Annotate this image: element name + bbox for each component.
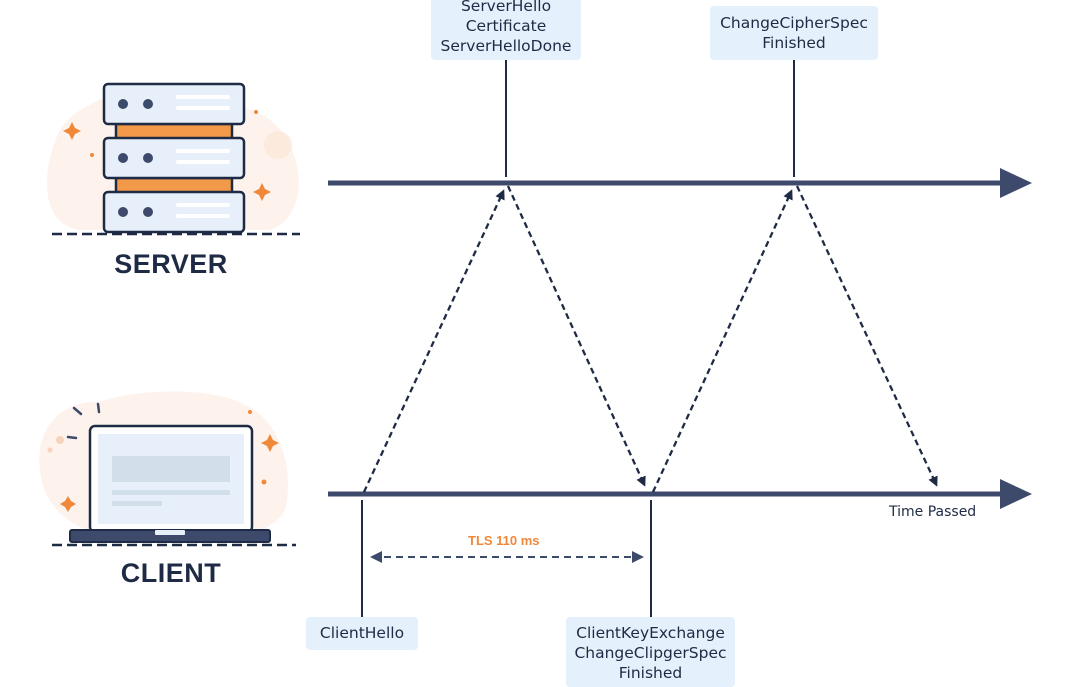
server-finished-line: Finished: [762, 34, 826, 52]
client-finished-line: Finished: [618, 664, 683, 682]
server-finished-box: ChangeCipherSpec Finished: [710, 6, 878, 60]
client-timeline: [328, 479, 1032, 509]
change-clipger-spec-line: ChangeClipgerSpec: [574, 644, 727, 662]
certificate-line: Certificate: [465, 17, 547, 35]
server-hello-done-line: ServerHelloDone: [440, 37, 572, 55]
arrow-server-finished: [795, 185, 938, 487]
arrow-client-hello: [362, 189, 505, 493]
server-hello-box: ServerHello Certificate ServerHelloDone: [431, 0, 581, 60]
server-label: SERVER: [114, 249, 228, 279]
tls-latency-label: TLS 110 ms: [468, 533, 540, 548]
client-hello-line: ClientHello: [319, 624, 405, 642]
client-key-exchange-line: ClientKeyExchange: [576, 624, 725, 642]
server-rack-icon: [46, 82, 300, 236]
arrow-server-hello: [506, 185, 646, 487]
client-hello-box: ClientHello: [306, 617, 418, 650]
arrow-client-key-exchange: [651, 189, 793, 493]
laptop-icon: [39, 391, 296, 547]
server-timeline: [328, 168, 1032, 198]
server-hello-line: ServerHello: [460, 0, 552, 15]
client-key-exchange-box: ClientKeyExchange ChangeClipgerSpec Fini…: [566, 617, 735, 687]
change-cipher-spec-line: ChangeCipherSpec: [720, 14, 868, 32]
time-passed-label: Time Passed: [889, 504, 977, 520]
client-label: CLIENT: [120, 558, 222, 588]
